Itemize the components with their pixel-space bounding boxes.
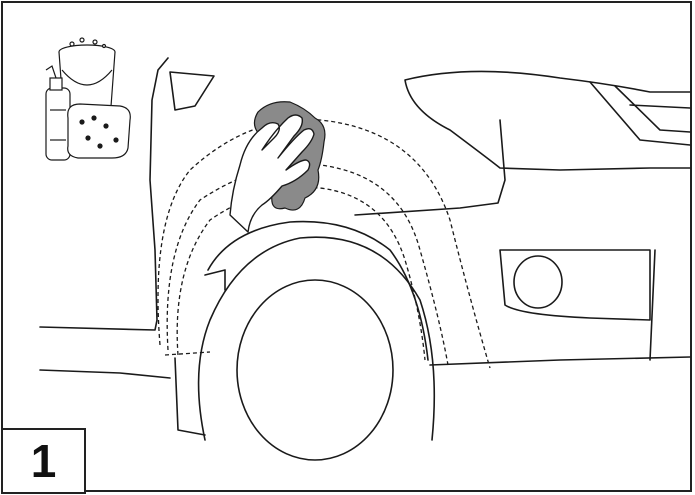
hand-icon <box>229 114 315 233</box>
fender-notch <box>204 269 226 291</box>
headlight <box>404 70 691 171</box>
headlight-inner-3 <box>629 104 691 109</box>
tire-outer <box>197 236 436 441</box>
dashed-fender-outer <box>157 118 491 369</box>
hood-line <box>354 119 506 216</box>
mud-flap <box>174 357 206 436</box>
fog-lamp-housing <box>499 249 651 321</box>
door-edge <box>39 57 169 331</box>
sponge-icon <box>67 103 131 159</box>
fog-lamp <box>513 255 563 309</box>
bumper-line <box>429 356 691 366</box>
headlight-inner-1 <box>589 81 691 146</box>
dashed-fender-inner <box>176 187 426 361</box>
spray-bottle-icon <box>45 65 71 161</box>
door-lower-line <box>39 369 171 379</box>
mirror-shape <box>169 71 215 111</box>
bumper-side <box>649 249 656 361</box>
headlight-inner-2 <box>614 85 691 133</box>
step-number: 1 <box>30 435 57 487</box>
dashed-bottom <box>164 351 211 356</box>
wheel-inner <box>236 279 394 461</box>
step-number-box: 1 <box>1 428 86 494</box>
